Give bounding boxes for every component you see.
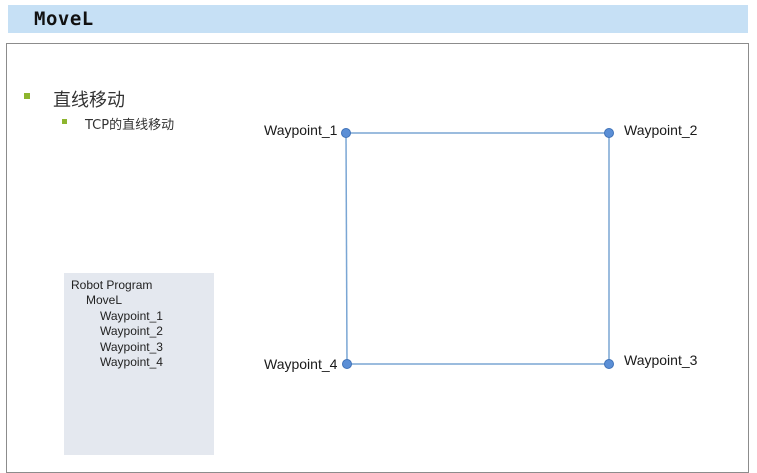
slide-title: MoveL [34,8,94,30]
path-segment-4-1 [345,132,348,365]
path-diagram [341,128,614,369]
bullet-main-text: 直线移动 [53,90,125,111]
program-tree-root: Robot Program [71,278,153,292]
program-tree-box [64,273,214,455]
program-tree-waypoint-1: Waypoint_1 [100,309,163,323]
sub-bullet-marker [62,119,67,124]
waypoint-2-marker [604,128,614,138]
bullet-marker [24,93,30,99]
waypoint-3-label: Waypoint_3 [624,352,698,368]
path-lines [345,132,610,365]
program-tree-waypoint-3: Waypoint_3 [100,340,163,354]
waypoint-2-label: Waypoint_2 [624,122,698,138]
waypoint-4-label: Waypoint_4 [264,356,338,372]
waypoint-1-label: Waypoint_1 [264,122,338,138]
program-tree-waypoint-4: Waypoint_4 [100,355,163,369]
path-points [341,128,614,369]
bullet-sub-text: TCP的直线移动 [85,118,175,133]
program-tree-command: MoveL [86,293,123,307]
waypoint-3-marker [604,359,614,369]
waypoint-4-marker [342,359,352,369]
program-tree-waypoint-2: Waypoint_2 [100,324,163,338]
waypoint-1-marker [341,128,351,138]
title-bar: MoveL [8,5,748,33]
